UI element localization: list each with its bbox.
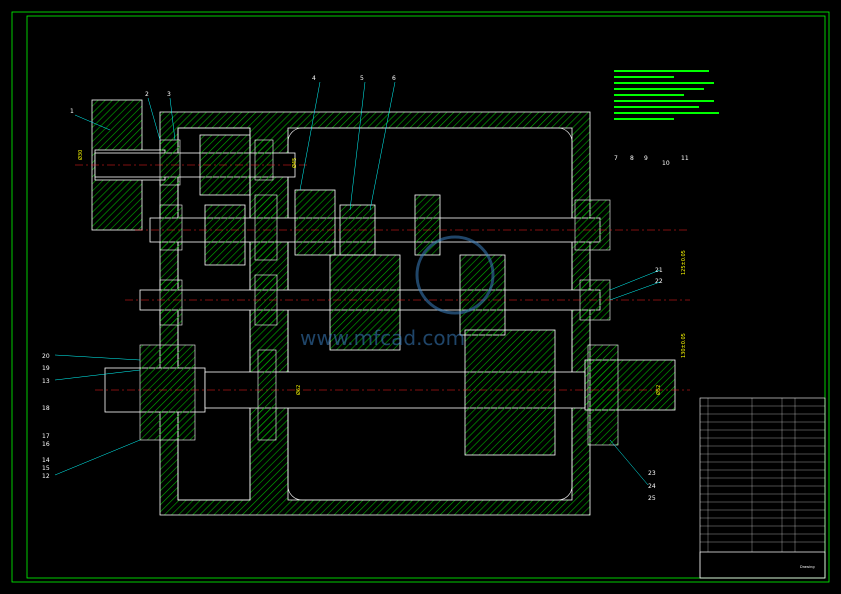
leader-label-20: 20 [42, 353, 50, 360]
outer-frame [11, 11, 830, 583]
leader-label-3: 3 [167, 91, 171, 98]
leader-label-10: 10 [662, 160, 670, 167]
bearings [139, 139, 619, 446]
title-block-label: Drawing [800, 565, 815, 569]
inner-frame [26, 15, 826, 579]
leader-label-7: 7 [614, 155, 618, 162]
leader-label-16: 16 [42, 441, 50, 448]
dim-output-shaft: Ø62 [295, 385, 302, 395]
dim-input-shaft: Ø30 [77, 150, 84, 160]
dim-center-b: 130±0.05 [681, 333, 687, 358]
leader-label-5: 5 [360, 75, 364, 82]
leader-label-4: 4 [312, 75, 316, 82]
technical-notes [614, 70, 719, 120]
leader-label-11: 11 [681, 155, 689, 162]
dim-center-a: 125±0.05 [681, 250, 687, 275]
watermark-text: www.mfcad.com [300, 326, 465, 350]
dimension-annotations: Ø30 Ø45 Ø62 Ø52 125±0.05 130±0.05 [77, 150, 687, 395]
dim-output-bore: Ø52 [655, 385, 662, 395]
leader-label-13: 13 [42, 378, 50, 385]
leader-label-18: 18 [42, 405, 50, 412]
watermark: www.mfcad.com [300, 235, 495, 350]
leader-lines [54, 81, 661, 486]
leader-label-9: 9 [644, 155, 648, 162]
leader-label-23: 23 [648, 470, 656, 477]
leader-label-12: 12 [42, 473, 50, 480]
leader-label-14: 14 [42, 457, 50, 464]
leader-label-15: 15 [42, 465, 50, 472]
leader-label-25: 25 [648, 495, 656, 502]
leader-label-1: 1 [70, 108, 74, 115]
leader-label-22: 22 [655, 278, 663, 285]
leader-label-6: 6 [392, 75, 396, 82]
leader-label-19: 19 [42, 365, 50, 372]
title-block: Drawing [699, 397, 826, 579]
leader-label-24: 24 [648, 483, 656, 490]
leader-label-8: 8 [630, 155, 634, 162]
leader-label-17: 17 [42, 433, 50, 440]
dim-shaft-center-1: Ø45 [291, 158, 298, 168]
leader-label-2: 2 [145, 91, 149, 98]
centerlines [75, 164, 690, 391]
